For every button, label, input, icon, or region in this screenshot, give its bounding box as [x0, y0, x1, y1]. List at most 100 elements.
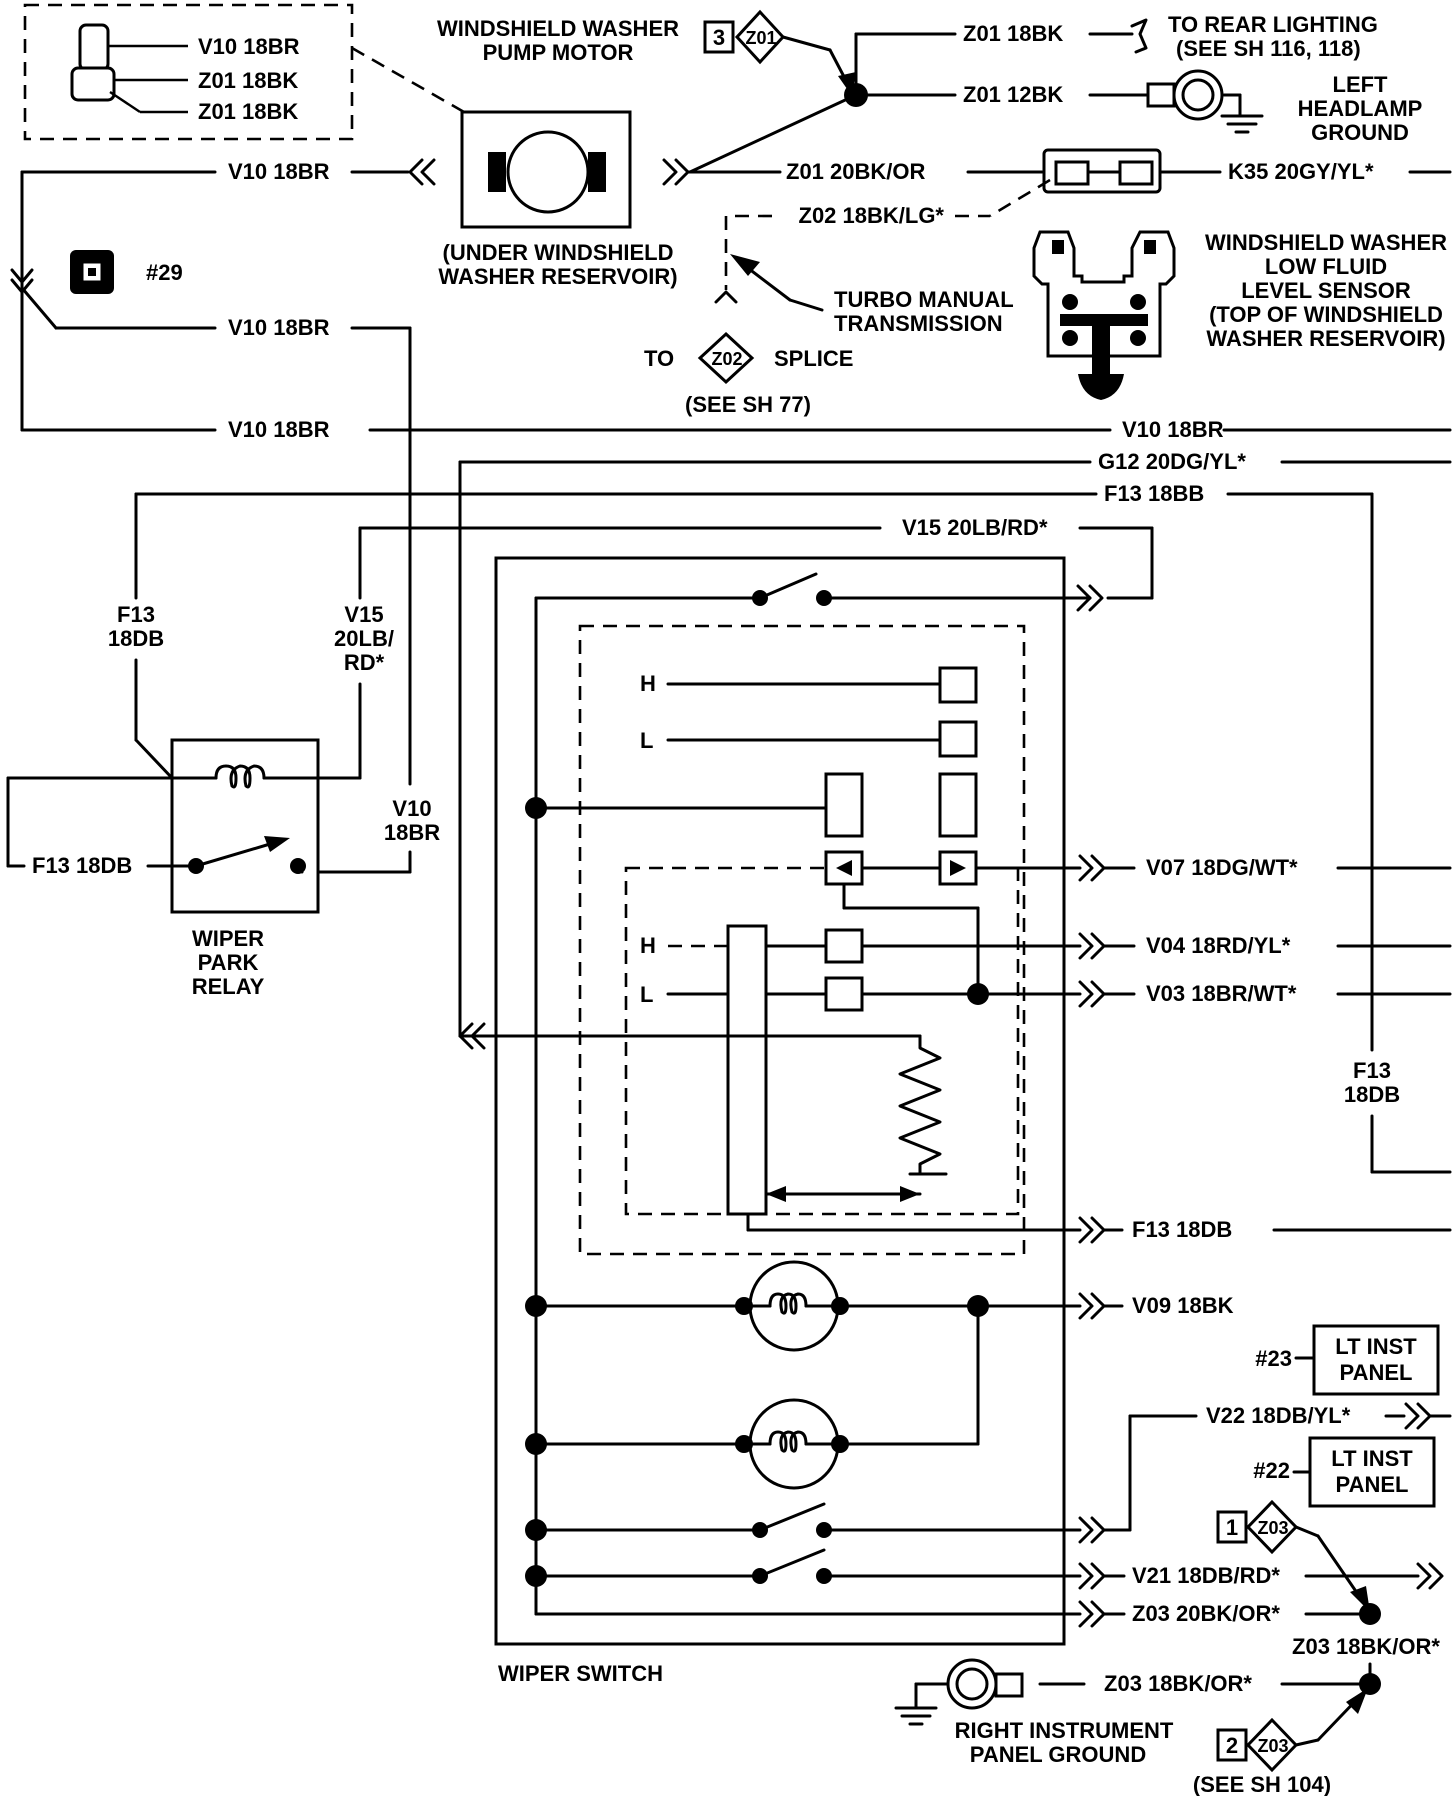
inset-pin3-label: Z01 18BK — [198, 99, 298, 124]
pump-motor: WINDSHIELD WASHER PUMP MOTOR (UNDER WIND… — [408, 16, 690, 289]
wire-z01-12bk: Z01 12BK — [963, 82, 1063, 107]
connector-lower-cavity — [70, 66, 116, 102]
pump-motor-location-1: (UNDER WINDSHIELD — [443, 240, 674, 265]
splice-z02: TO Z02 SPLICE (SEE SH 77) — [644, 331, 853, 417]
left-headlamp-ground: LEFT HEADLAMP GROUND — [1146, 69, 1423, 145]
splice-z02-suffix: SPLICE — [774, 346, 853, 371]
switch-l-label-bottom: L — [640, 982, 653, 1007]
wire-v07: V07 18DG/WT* — [1146, 855, 1298, 880]
pump-motor-symbol — [506, 130, 590, 214]
splice-z03-bottom-name: Z03 — [1257, 1736, 1288, 1756]
turbo-note-1: TURBO MANUAL — [834, 287, 1014, 312]
rear-lighting-2: (SEE SH 116, 118) — [1176, 36, 1361, 61]
lt-inst-panel-23: #23 LT INST PANEL — [1255, 1324, 1440, 1396]
wire-v15-v1: V15 — [344, 602, 383, 627]
splice-z01-pin-box — [703, 20, 735, 54]
wire-z03-18-a: Z03 18BK/OR* — [1292, 1634, 1440, 1659]
lt-inst-panel-22-tag: #22 — [1253, 1458, 1290, 1483]
wire-v04: V04 18RD/YL* — [1146, 933, 1291, 958]
lt-inst-panel-22-1: LT INST — [1331, 1446, 1413, 1471]
splice-z01: 3 Z01 — [703, 9, 856, 96]
connector-inset: V10 18BR Z01 18BK Z01 18BK — [23, 3, 465, 141]
switch-h-label-top: H — [640, 671, 656, 696]
splice-z02-diamond — [697, 331, 755, 385]
wiper-switch: H L H L — [458, 556, 1092, 1686]
wire-f13-bb: F13 18BB — [1104, 481, 1204, 506]
fluid-sensor-3: LEVEL SENSOR — [1241, 278, 1411, 303]
splice-z03-bottom: 2 Z03 (SEE SH 104) — [1193, 1688, 1368, 1796]
left-headlamp-2: HEADLAMP — [1298, 96, 1423, 121]
connector-29-label: #29 — [146, 260, 183, 285]
wire-v15: V15 20LB/RD* — [902, 515, 1048, 540]
lt-inst-panel-22: #22 LT INST PANEL — [1253, 1436, 1436, 1508]
splice-z01-pin: 3 — [713, 25, 725, 50]
wire-z01-18bk: Z01 18BK — [963, 21, 1063, 46]
wire-z02: Z02 18BK/LG* — [799, 203, 945, 228]
fluid-sensor-5: WASHER RESERVOIR) — [1206, 326, 1445, 351]
switch-l-label-top: L — [640, 728, 653, 753]
fluid-sensor-2: LOW FLUID — [1265, 254, 1387, 279]
left-headlamp-1: LEFT — [1333, 72, 1389, 97]
inset-pin2-label: Z01 18BK — [198, 68, 298, 93]
right-ip-ground-2: PANEL GROUND — [970, 1742, 1146, 1767]
wire-v10-b: V10 18BR — [228, 315, 330, 340]
splice-z03-top: 1 Z03 — [1216, 1499, 1370, 1612]
splice-z01-name: Z01 — [745, 28, 776, 48]
relay-label-2: PARK — [198, 950, 259, 975]
wire-v10-a: V10 18BR — [228, 159, 330, 184]
wire-v10-c: V10 18BR — [228, 417, 330, 442]
k35-connector — [1042, 148, 1162, 194]
lt-inst-panel-23-2: PANEL — [1340, 1360, 1413, 1385]
wire-v15-v2: 20LB/ — [334, 626, 394, 651]
wire-v10-d: V10 18BR — [1122, 417, 1224, 442]
fluid-sensor-1: WINDSHIELD WASHER — [1205, 230, 1447, 255]
connector-29: #29 — [70, 250, 183, 294]
wire-k35: K35 20GY/YL* — [1228, 159, 1374, 184]
switch-output-connectors: V07 18DG/WT* V04 18RD/YL* V03 18BR/WT* F… — [1076, 584, 1452, 1628]
wiper-switch-inner-frame — [578, 624, 1026, 1256]
wire-f13-18db-out: F13 18DB — [1132, 1217, 1232, 1242]
wire-v21: V21 18DB/RD* — [1132, 1563, 1280, 1588]
right-ip-ground: RIGHT INSTRUMENT PANEL GROUND — [894, 1658, 1174, 1767]
relay-label-3: RELAY — [192, 974, 265, 999]
wire-v22: V22 18DB/YL* — [1206, 1403, 1351, 1428]
wire-f13-right-v2: 18DB — [1344, 1082, 1400, 1107]
connector-inset-frame — [23, 3, 354, 141]
wire-f13-v2: 18DB — [108, 626, 164, 651]
splice-z03-top-name: Z03 — [1257, 1518, 1288, 1538]
wire-f13-18db-left: F13 18DB — [32, 853, 132, 878]
fluid-level-sensor: WINDSHIELD WASHER LOW FLUID LEVEL SENSOR… — [1032, 230, 1447, 400]
wiper-switch-label: WIPER SWITCH — [498, 1661, 663, 1686]
lt-inst-panel-22-2: PANEL — [1336, 1472, 1409, 1497]
wiper-switch-delay-frame — [624, 866, 1020, 1216]
rear-lighting-1: TO REAR LIGHTING — [1168, 12, 1378, 37]
wire-v10-v1: V10 — [392, 796, 431, 821]
wiper-park-relay: WIPER PARK RELAY — [170, 738, 362, 999]
wire-f13-v1: F13 — [117, 602, 155, 627]
splice-z03-top-pin: 1 — [1226, 1515, 1238, 1540]
splice-z01-diamond — [734, 9, 786, 65]
pump-motor-title-2: PUMP MOTOR — [483, 40, 634, 65]
switch-h-label-bottom: H — [640, 933, 656, 958]
fluid-sensor-4: (TOP OF WINDSHIELD — [1209, 302, 1443, 327]
splice-z03-node-top — [1359, 1603, 1381, 1625]
wire-v10-v2: 18BR — [384, 820, 440, 845]
relay-label-1: WIPER — [192, 926, 264, 951]
splice-z02-name: Z02 — [711, 349, 742, 369]
wire-v15-v3: RD* — [344, 650, 385, 675]
connector-upper-cavity — [78, 23, 110, 72]
wire-z03-18-b: Z03 18BK/OR* — [1104, 1671, 1252, 1696]
lt-inst-panel-23-1: LT INST — [1335, 1334, 1417, 1359]
pump-motor-location-2: WASHER RESERVOIR) — [438, 264, 677, 289]
splice-z03-bottom-ref: (SEE SH 104) — [1193, 1772, 1331, 1796]
splice-z03-bottom-pin: 2 — [1226, 1733, 1238, 1758]
lt-inst-panel-23-tag: #23 — [1255, 1346, 1292, 1371]
wire-v09: V09 18BK — [1132, 1293, 1234, 1318]
wire-v03: V03 18BR/WT* — [1146, 981, 1297, 1006]
wire-g12: G12 20DG/YL* — [1098, 449, 1246, 474]
splice-z02-ref: (SEE SH 77) — [685, 392, 811, 417]
splice-z02-prefix: TO — [644, 346, 674, 371]
inset-pin1-label: V10 18BR — [198, 34, 300, 59]
right-ip-ground-1: RIGHT INSTRUMENT — [955, 1718, 1174, 1743]
